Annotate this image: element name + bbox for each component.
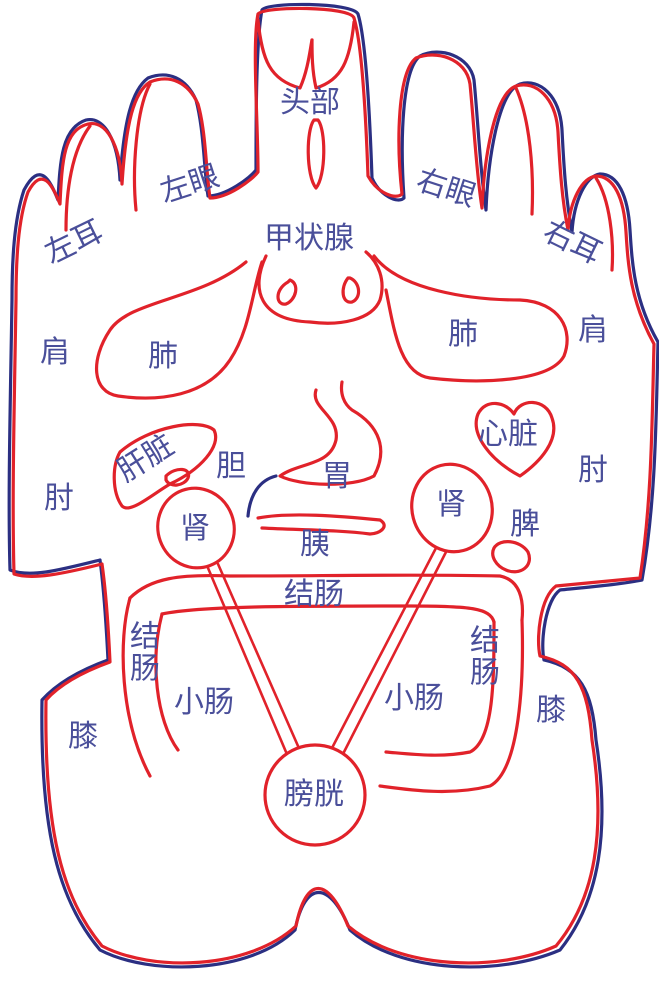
spleen-outline xyxy=(493,542,530,572)
lung-left-outline xyxy=(97,262,262,398)
thyroid-lobe-right xyxy=(343,278,359,302)
ureter-right-b xyxy=(344,552,446,752)
label-left-elbow: 肘 xyxy=(44,484,74,514)
toe-line-big-left xyxy=(258,20,312,88)
label-transverse-colon: 结肠 xyxy=(284,580,344,610)
toe-line-big-right xyxy=(312,22,354,88)
label-pancreas: 胰 xyxy=(300,530,330,560)
colon-left-inner xyxy=(156,614,178,750)
big-toe-oval xyxy=(308,120,324,188)
label-left-colon: 结肠 xyxy=(126,620,156,684)
label-left-kidney: 肾 xyxy=(180,514,210,544)
toe-line-right-2 xyxy=(516,88,532,214)
label-left-knee: 膝 xyxy=(68,722,98,752)
label-thyroid: 甲状腺 xyxy=(264,224,354,254)
label-right-colon: 结肠 xyxy=(466,624,496,688)
toe-line-left-2 xyxy=(135,84,150,210)
label-right-kidney: 肾 xyxy=(436,490,466,520)
label-right-lung: 肺 xyxy=(448,320,478,350)
gallbladder-duct xyxy=(248,476,276,516)
label-spleen: 脾 xyxy=(510,510,540,540)
ureter-right-a xyxy=(332,548,436,748)
label-bladder: 膀胱 xyxy=(284,780,344,810)
label-gallbladder: 胆 xyxy=(216,452,246,482)
label-head: 头部 xyxy=(280,88,340,118)
label-left-lung: 肺 xyxy=(148,342,178,372)
thyroid-lobe-left xyxy=(278,280,296,304)
thyroid-outline xyxy=(259,252,382,323)
label-heart: 心脏 xyxy=(478,420,538,450)
label-left-shoulder: 肩 xyxy=(40,338,70,368)
label-left-small-intestine: 小肠 xyxy=(174,688,234,718)
label-right-shoulder: 肩 xyxy=(578,316,608,346)
label-right-small-intestine: 小肠 xyxy=(384,684,444,714)
label-stomach: 胃 xyxy=(322,462,352,492)
label-right-elbow: 肘 xyxy=(578,456,608,486)
label-right-knee: 膝 xyxy=(536,696,566,726)
ureter-left-a xyxy=(208,568,286,752)
